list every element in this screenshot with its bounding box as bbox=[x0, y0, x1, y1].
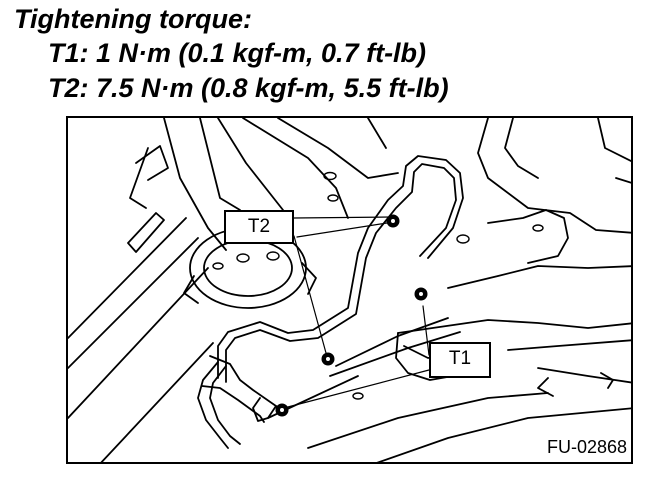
lower-floor-panel bbox=[267, 317, 631, 462]
leader-line bbox=[283, 216, 430, 409]
figure-id: FU-02868 bbox=[546, 437, 627, 457]
fuel-line-illustration: T2 T1 FU-02868 bbox=[66, 116, 633, 464]
upper-body-panel bbox=[163, 118, 631, 251]
t1-bolt-upper bbox=[414, 287, 428, 301]
torque-spec-t1: T1: 1 N·m (0.1 kgf-m, 0.7 ft-lb) bbox=[48, 38, 427, 68]
callout-t1: T1 bbox=[429, 342, 491, 378]
fuel-pipe bbox=[197, 155, 464, 449]
right-side-panel bbox=[397, 209, 631, 397]
t2-bolt-lower bbox=[321, 352, 335, 366]
torque-title: Tightening torque: bbox=[14, 4, 252, 34]
torque-specification-header: Tightening torque: T1: 1 N·m (0.1 kgf-m,… bbox=[0, 0, 672, 112]
fuel-line-drawing bbox=[68, 118, 631, 462]
callout-t2: T2 bbox=[224, 210, 294, 244]
t1-bolt-lower bbox=[275, 403, 289, 417]
t2-bolt-upper bbox=[386, 214, 400, 228]
torque-spec-t2: T2: 7.5 N·m (0.8 kgf-m, 5.5 ft-lb) bbox=[48, 73, 449, 103]
left-frame-rail bbox=[68, 145, 214, 462]
body-hole bbox=[212, 171, 544, 400]
